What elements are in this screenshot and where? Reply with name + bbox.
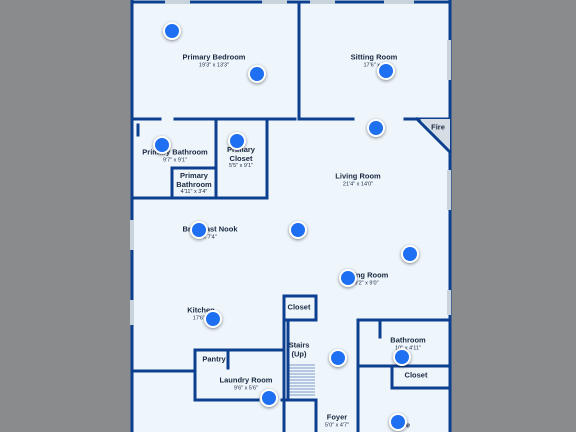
hotspot-dining-room-right[interactable] <box>401 245 419 263</box>
fireplace <box>420 119 450 150</box>
hotspot-dining-room[interactable] <box>339 269 357 287</box>
hotspot-primary-bathroom[interactable] <box>153 136 171 154</box>
hotspot-kitchen[interactable] <box>204 310 222 328</box>
hotspot-living-room-center[interactable] <box>289 221 307 239</box>
hotspot-entry[interactable] <box>389 413 407 431</box>
hotspot-hallway[interactable] <box>329 349 347 367</box>
hotspot-breakfast-nook[interactable] <box>190 221 208 239</box>
windows <box>130 0 451 325</box>
hotspot-primary-closet[interactable] <box>228 132 246 150</box>
hotspot-laundry-room[interactable] <box>260 389 278 407</box>
stair-treads <box>289 364 315 396</box>
hotspot-bathroom[interactable] <box>393 348 411 366</box>
hotspot-primary-bedroom-1[interactable] <box>163 22 181 40</box>
hotspot-primary-bedroom-2[interactable] <box>248 65 266 83</box>
hotspot-sitting-room[interactable] <box>377 62 395 80</box>
hotspot-living-room-top[interactable] <box>367 119 385 137</box>
